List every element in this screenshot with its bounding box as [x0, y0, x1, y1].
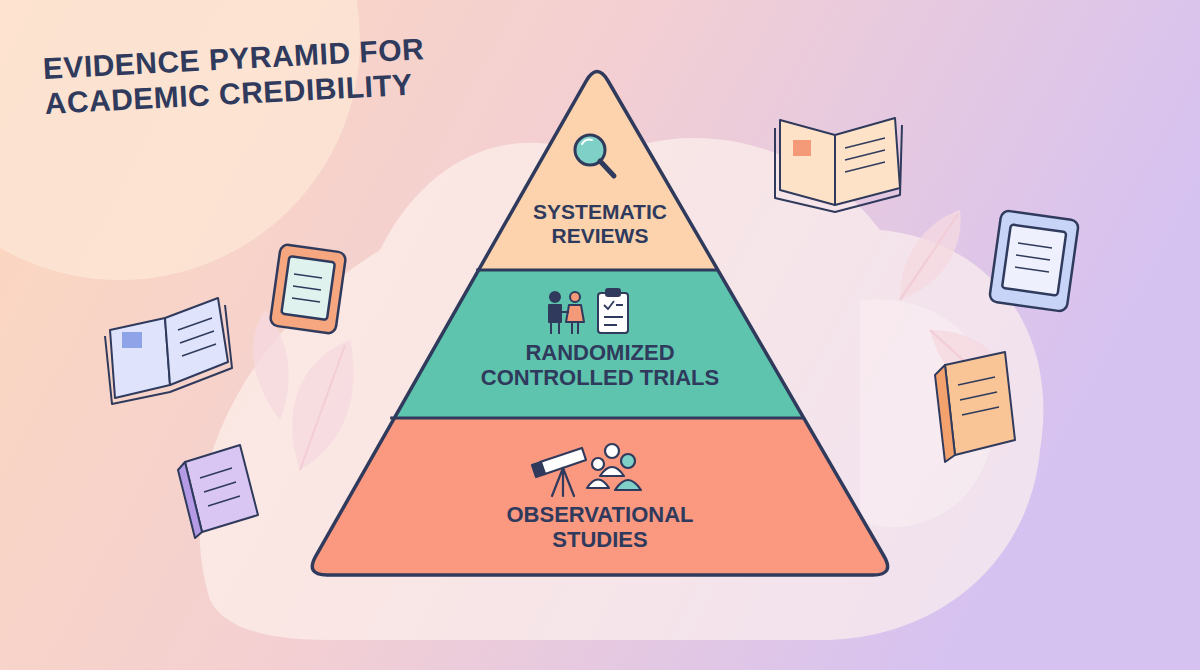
book-icon	[178, 445, 258, 538]
pyramid-band: RANDOMIZED CONTROLLED TRIALS	[296, 270, 904, 418]
band-label: RANDOMIZED CONTROLLED TRIALS	[450, 340, 750, 391]
book-icon	[935, 352, 1015, 462]
pyramid-band: SYSTEMATIC REVIEWS	[296, 46, 904, 270]
tablet-icon	[270, 244, 347, 334]
pyramid-band: OBSERVATIONAL STUDIES	[296, 418, 904, 594]
band-label: SYSTEMATIC REVIEWS	[514, 200, 686, 248]
book-icon	[105, 298, 232, 404]
band-label: OBSERVATIONAL STUDIES	[469, 502, 731, 553]
tablet-icon	[989, 210, 1079, 312]
book-icon	[775, 118, 902, 212]
